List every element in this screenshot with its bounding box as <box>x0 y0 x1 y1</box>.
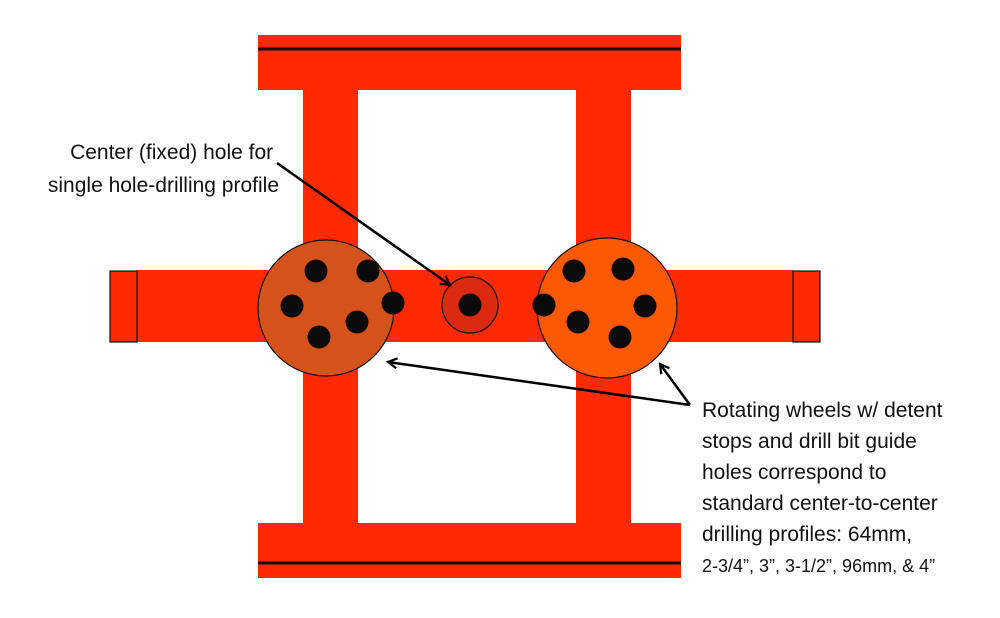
drill-guide-hole <box>458 293 482 317</box>
wheels-label-line: drilling profiles: 64mm, <box>702 523 912 546</box>
wheels-label-line: standard center-to-center <box>702 492 938 515</box>
drill-guide-hole <box>381 291 405 315</box>
top-rail <box>258 35 681 90</box>
center-hole-label-line: Center (fixed) hole for <box>70 141 273 164</box>
drill-guide-hole <box>566 310 590 334</box>
center-callout-arrow <box>276 161 450 285</box>
center-hole-label-line: single hole-drilling profile <box>48 174 279 197</box>
right-wheel-callout-arrow <box>660 364 692 406</box>
bottom-rail <box>258 523 681 578</box>
left-rotating-wheel <box>257 239 395 377</box>
drill-guide-hole <box>562 259 586 283</box>
drill-guide-hole <box>611 257 635 281</box>
wheels-label-line: Rotating wheels w/ detent <box>702 399 943 422</box>
left-end-cap <box>109 270 138 343</box>
drill-guide-hole <box>608 325 632 349</box>
center-hole-label: Center (fixed) hole for single hole-dril… <box>48 141 279 197</box>
drill-guide-hole <box>532 293 556 317</box>
wheels-label-line: stops and drill bit guide <box>702 430 917 453</box>
wheels-label-line: holes correspond to <box>702 461 886 484</box>
drill-guide-hole <box>304 259 328 283</box>
left-wheel-callout-arrow <box>388 362 691 407</box>
guide-holes <box>280 257 657 349</box>
drill-guide-hole <box>633 294 657 318</box>
right-end-cap <box>792 270 821 343</box>
wheels-label-line: 2-3/4”, 3”, 3-1/2”, 96mm, & 4” <box>702 556 935 576</box>
drill-guide-hole <box>280 294 304 318</box>
wheels-label: Rotating wheels w/ detent stops and dril… <box>702 399 948 576</box>
drill-guide-hole <box>356 259 380 283</box>
drill-guide-hole <box>307 325 331 349</box>
drill-guide-hole <box>345 310 369 334</box>
